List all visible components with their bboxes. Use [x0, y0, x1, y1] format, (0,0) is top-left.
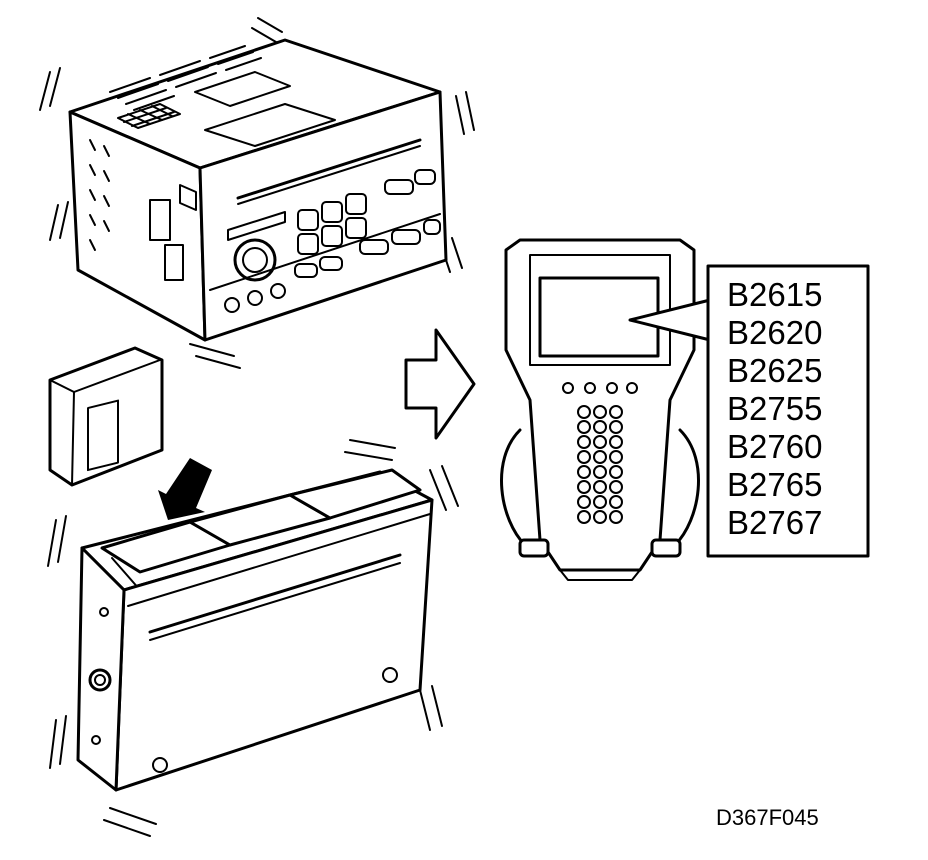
- dtc-code: B2755: [727, 390, 822, 427]
- flow-arrow: [404, 328, 476, 440]
- keypad-key: [593, 405, 607, 419]
- keypad-key: [593, 495, 607, 509]
- keypad-key: [577, 450, 591, 464]
- insert-arrow: [158, 458, 212, 520]
- scan-tool: [500, 238, 700, 581]
- top-grid: [117, 103, 181, 129]
- keypad-key: [609, 480, 623, 494]
- keypad-key: [577, 480, 591, 494]
- keypad-key: [593, 465, 607, 479]
- side-holes: [89, 139, 197, 281]
- figure-id: D367F045: [716, 805, 819, 830]
- dtc-code: B2620: [727, 314, 822, 351]
- keypad-key: [577, 465, 591, 479]
- dtc-code: B2615: [727, 276, 822, 313]
- dtc-code: B2767: [727, 504, 822, 541]
- function-keys: [562, 382, 638, 394]
- keypad-key: [609, 450, 623, 464]
- keypad-key: [577, 435, 591, 449]
- top-vent-slots: [109, 45, 262, 111]
- keypad-key: [577, 405, 591, 419]
- dtc-code: B2760: [727, 428, 822, 465]
- front-right-buttons: [359, 169, 441, 255]
- dtc-code-box: B2615 B2620 B2625 B2755 B2760 B2765 B276…: [706, 264, 870, 558]
- keypad-key: [577, 495, 591, 509]
- keypad-key: [609, 405, 623, 419]
- preset-buttons: [294, 256, 343, 278]
- dtc-code: B2625: [727, 352, 822, 389]
- keypad-key: [609, 435, 623, 449]
- keypad-key: [593, 450, 607, 464]
- keypad-key: [577, 510, 591, 524]
- dtc-code: B2765: [727, 466, 822, 503]
- vibration-marks-changer: [47, 439, 459, 837]
- cd-changer-unit: [47, 439, 459, 837]
- keypad-key: [593, 510, 607, 524]
- volume-knob: [233, 238, 277, 282]
- radio-head-unit: [39, 17, 475, 369]
- vibration-marks-radio: [39, 17, 475, 369]
- keypad-key: [609, 495, 623, 509]
- keypad-key: [577, 420, 591, 434]
- cd-cartridge: [48, 346, 164, 487]
- front-jacks: [224, 283, 286, 313]
- keypad-key: [609, 510, 623, 524]
- keypad-key: [593, 435, 607, 449]
- keypad-key: [609, 420, 623, 434]
- front-button-cluster: [297, 193, 367, 255]
- keypad: [577, 405, 623, 524]
- keypad-key: [593, 480, 607, 494]
- keypad-key: [593, 420, 607, 434]
- keypad-key: [609, 465, 623, 479]
